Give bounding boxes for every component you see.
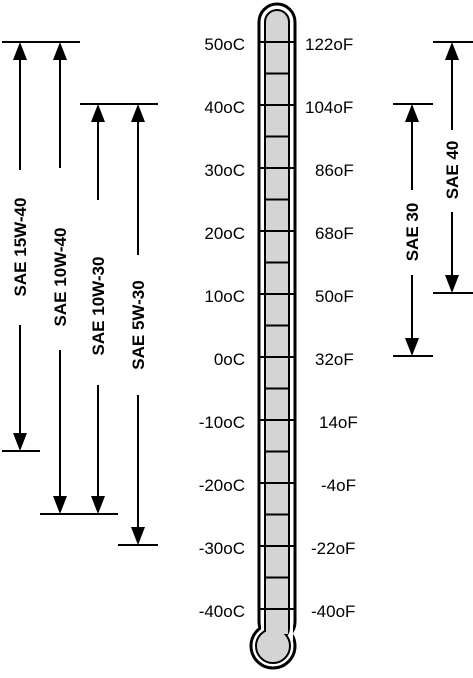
thermometer xyxy=(249,2,297,670)
arrow-up-icon xyxy=(405,104,419,122)
arrow-up-icon xyxy=(53,42,67,60)
arrow-down-icon xyxy=(53,496,67,514)
grade-label-sae-5w-30: SAE 5W-30 xyxy=(129,280,148,369)
fahrenheit-label-14: 14oF xyxy=(319,413,358,432)
arrow-up-icon xyxy=(13,42,27,60)
celsius-label-20: 20oC xyxy=(204,224,245,243)
fahrenheit-scale: 122oF 104oF 86oF 68oF 50oF 32oF 14oF -4o… xyxy=(305,35,358,621)
celsius-label-30: 30oC xyxy=(204,161,245,180)
fahrenheit-label-50: 50oF xyxy=(315,287,354,306)
range-sae-15w-40: SAE 15W-40 xyxy=(2,41,80,452)
fahrenheit-label-122: 122oF xyxy=(305,35,353,54)
thermometer-bulb-fill xyxy=(255,628,291,664)
fahrenheit-label-104: 104oF xyxy=(305,98,353,117)
grade-label-sae-15w-40: SAE 15W-40 xyxy=(11,198,30,297)
arrow-up-icon xyxy=(445,42,459,60)
celsius-label-minus-30: -30oC xyxy=(199,539,245,558)
fahrenheit-label-86: 86oF xyxy=(315,161,354,180)
thermometer-ticks xyxy=(259,41,295,610)
celsius-label-40: 40oC xyxy=(204,98,245,117)
arrow-up-icon xyxy=(131,104,145,122)
celsius-scale: 50oC 40oC 30oC 20oC 10oC 0oC -10oC -20oC… xyxy=(199,35,245,621)
range-sae-10w-40: SAE 10W-40 xyxy=(40,42,118,515)
left-oil-ranges: SAE 15W-40 SAE 10W-40 SAE 10W-30 xyxy=(2,41,158,546)
range-sae-30: SAE 30 xyxy=(393,103,433,357)
celsius-label-minus-40: -40oC xyxy=(199,602,245,621)
arrow-down-icon xyxy=(13,433,27,451)
celsius-label-minus-20: -20oC xyxy=(199,476,245,495)
right-oil-ranges: SAE 40 SAE 30 xyxy=(393,41,473,357)
grade-label-sae-30: SAE 30 xyxy=(403,203,422,262)
fahrenheit-label-32: 32oF xyxy=(315,350,354,369)
range-sae-10w-30: SAE 10W-30 xyxy=(80,103,158,514)
grade-label-sae-10w-30: SAE 10W-30 xyxy=(89,257,108,356)
arrow-up-icon xyxy=(91,104,105,122)
thermometer-column-join xyxy=(266,618,288,634)
arrow-down-icon xyxy=(131,527,145,545)
celsius-label-50: 50oC xyxy=(204,35,245,54)
grade-label-sae-10w-40: SAE 10W-40 xyxy=(51,228,70,327)
arrow-down-icon xyxy=(405,338,419,356)
celsius-label-0: 0oC xyxy=(214,350,245,369)
fahrenheit-label-minus-40: -40oF xyxy=(311,602,355,621)
celsius-label-10: 10oC xyxy=(204,287,245,306)
arrow-down-icon xyxy=(91,496,105,514)
celsius-label-minus-10: -10oC xyxy=(199,413,245,432)
fahrenheit-label-minus-22: -22oF xyxy=(311,539,355,558)
grade-label-sae-40: SAE 40 xyxy=(443,141,462,200)
range-sae-40: SAE 40 xyxy=(433,41,473,294)
fahrenheit-label-minus-4: -4oF xyxy=(321,476,356,495)
range-sae-5w-30: SAE 5W-30 xyxy=(118,104,158,546)
arrow-down-icon xyxy=(445,275,459,293)
fahrenheit-label-68: 68oF xyxy=(315,224,354,243)
